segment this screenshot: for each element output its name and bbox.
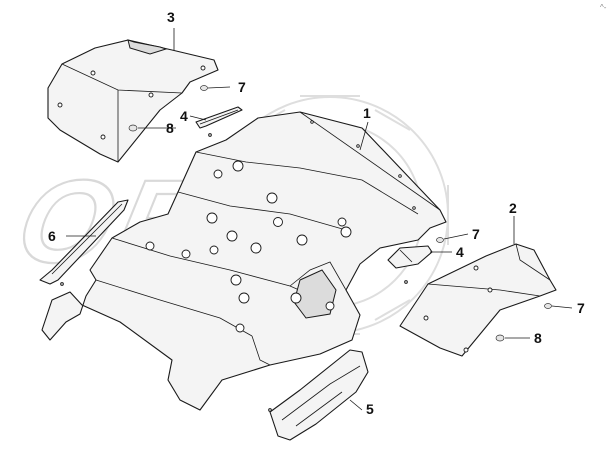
leader-5 [349, 399, 363, 411]
part-1-hole-4 [273, 217, 283, 227]
callout-7a: 7 [238, 79, 246, 95]
washer-7-c [544, 303, 552, 309]
part-1-hole-11 [181, 249, 191, 259]
part-1-hole-1 [232, 160, 244, 172]
part-1-hole-16 [325, 301, 335, 311]
washer-8-a [128, 124, 138, 132]
part-1-hole-6 [226, 230, 238, 242]
callout-8b: 8 [534, 330, 542, 346]
callout-7c: 7 [577, 300, 585, 316]
part-4b-body [387, 245, 433, 269]
part-4-bracket-left [195, 106, 243, 137]
part-1-raised-boss [289, 261, 347, 291]
part-5-rib-1 [281, 365, 361, 421]
part-3-hole-2 [148, 92, 154, 98]
part-1-hole-5 [206, 212, 218, 224]
part-1-ridge-1 [195, 151, 419, 215]
washer-8-b [495, 334, 505, 342]
part-1-pin-4 [412, 206, 416, 210]
corner-mark: ^- [600, 3, 607, 12]
part-3-hole-5 [200, 65, 206, 71]
part-6-side-rail [39, 199, 129, 286]
part-2-heat-shield-right [399, 243, 557, 357]
part-5-screw [268, 408, 272, 412]
part-2-edge-line [515, 243, 551, 281]
part-2-hole-3 [423, 315, 429, 321]
part-1-hole-13 [230, 274, 242, 286]
washer-7-a [200, 85, 208, 91]
part-1-hole-10 [145, 241, 155, 251]
part-3-hole-1 [90, 70, 96, 76]
callout-3: 3 [167, 9, 175, 25]
part-1-hole-12 [209, 245, 219, 255]
part-6-screw [60, 282, 64, 286]
part-1-hole-18 [337, 217, 347, 227]
leader-7c [551, 305, 573, 309]
callout-4a: 4 [180, 108, 188, 124]
callout-8a: 8 [166, 120, 174, 136]
part-1-rear-edge [299, 111, 441, 211]
part-1-hole-8 [296, 234, 308, 246]
washer-7-b [436, 237, 444, 243]
callout-7b: 7 [472, 226, 480, 242]
callout-1: 1 [363, 105, 371, 121]
part-3-hole-4 [57, 102, 63, 108]
part-5-lower-shield [268, 349, 369, 441]
part-3-heat-shield-top-left [47, 39, 219, 163]
part-2-body [399, 243, 557, 357]
part-4a-edge [199, 109, 239, 125]
part-1-hole-3 [266, 192, 278, 204]
part-1-pin-2 [356, 144, 360, 148]
part-5-body [269, 349, 369, 441]
part-1-pin-3 [398, 174, 402, 178]
part-3-body [47, 39, 219, 163]
leader-4a [189, 115, 207, 121]
part-1-hole-7 [250, 242, 262, 254]
part-1-floor-panel [41, 111, 447, 411]
part-6-edge [51, 203, 123, 275]
part-2-fold-line [427, 283, 541, 297]
part-1-hole-17 [235, 323, 245, 333]
callout-2: 2 [509, 200, 517, 216]
part-5-rib-2 [295, 391, 343, 427]
part-1-hole-2 [213, 169, 223, 179]
part-4b-fold [399, 249, 413, 263]
leader-7a [207, 86, 231, 89]
part-2-hole-1 [473, 265, 479, 271]
callout-5: 5 [366, 401, 374, 417]
part-2-hole-2 [487, 287, 493, 293]
callout-leaders [66, 28, 573, 411]
part-1-hole-9 [340, 226, 352, 238]
part-1-hole-15 [290, 292, 302, 304]
part-4b-screw [404, 280, 408, 284]
leader-7b [443, 233, 469, 240]
part-1-hole-14 [238, 292, 250, 304]
part-4-bracket-right [387, 245, 433, 284]
part-1-tunnel-drop [251, 335, 271, 366]
leader-1 [359, 121, 369, 151]
part-4a-screw [208, 133, 212, 137]
part-4a-body [195, 106, 243, 129]
callout-4b: 4 [456, 244, 464, 260]
part-3-hole-3 [100, 134, 106, 140]
part-1-ridge-2 [177, 191, 347, 231]
part-2-hole-4 [463, 347, 469, 353]
callout-6: 6 [48, 228, 56, 244]
callout-labels: 3 7 4 8 1 2 7 4 6 7 8 5 [48, 9, 585, 417]
part-1-pin-1 [310, 120, 314, 124]
part-3-tab [127, 39, 168, 55]
